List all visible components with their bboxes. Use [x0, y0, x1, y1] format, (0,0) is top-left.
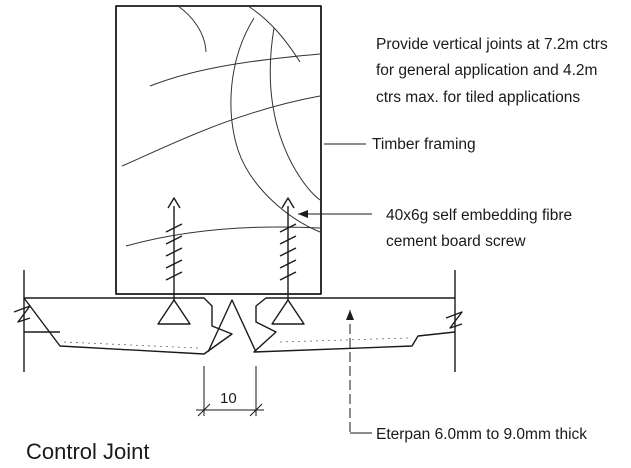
note-screw-line-2: cement board screw — [386, 233, 526, 250]
screw-left — [157, 197, 191, 325]
fibre-cement-board-left — [23, 297, 233, 355]
break-line-right — [445, 270, 463, 372]
dimension-label: 10 — [220, 390, 237, 407]
leader-board — [346, 310, 372, 434]
note-joint-spacing-line-3: ctrs max. for tiled applications — [376, 89, 580, 106]
joint-width-dimension: 10 — [196, 366, 264, 417]
leader-screw — [298, 210, 372, 218]
note-joint-spacing-line-1: Provide vertical joints at 7.2m ctrs — [376, 36, 608, 53]
note-joint-spacing-line-2: for general application and 4.2m — [376, 62, 597, 79]
v-joint — [207, 299, 257, 353]
note-screw-line-1: 40x6g self embedding fibre — [386, 207, 572, 224]
fibre-cement-board-right — [253, 297, 456, 353]
break-line-left — [13, 270, 31, 372]
note-timber-framing: Timber framing — [372, 136, 476, 153]
timber-stud — [115, 5, 322, 295]
screw-right — [271, 197, 305, 325]
note-screw: 40x6g self embedding fibre cement board … — [386, 207, 572, 250]
diagram-title: Control Joint — [26, 439, 150, 464]
note-board: Eterpan 6.0mm to 9.0mm thick — [376, 426, 587, 443]
note-joint-spacing: Provide vertical joints at 7.2m ctrs for… — [376, 36, 608, 106]
